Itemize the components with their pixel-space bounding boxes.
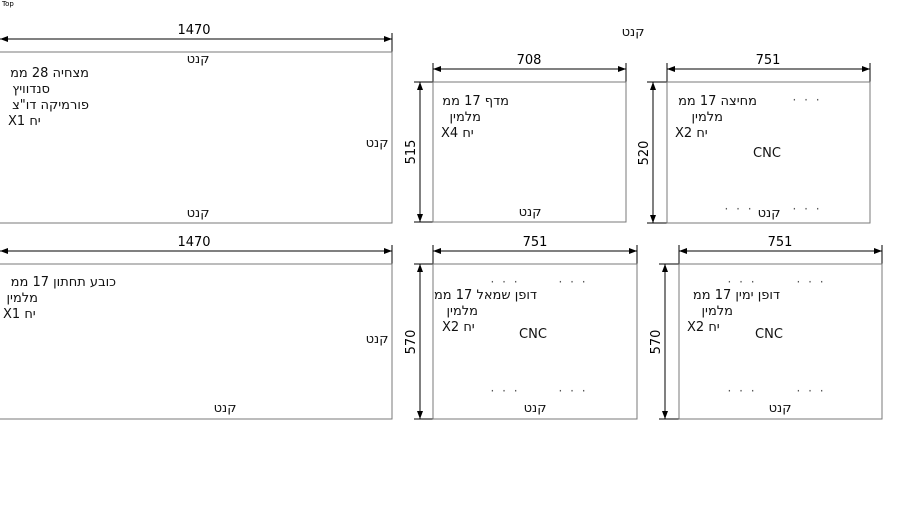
- left-side-drill-marks-top-right: · · ·: [558, 275, 587, 289]
- right-side-height-dim: 570: [649, 330, 664, 355]
- shelf-edge-bottom: קנט: [519, 205, 542, 220]
- countertop-finish: פורמיקה דו"צ: [12, 98, 89, 113]
- left-side-height-dim: 570: [404, 330, 419, 355]
- right-side-panel: 751 570 דופן ימין 17 ממ מלמין X2 יח CNC …: [649, 235, 883, 420]
- shelf-material: מלמין: [450, 110, 482, 125]
- bottom-quantity: X1 יח: [3, 307, 36, 322]
- countertop-panel: 1470 קנט קנט קנט מצחיה 28 ממ סנדוויץ פור…: [0, 23, 393, 224]
- right-side-width-dim: 751: [768, 235, 793, 250]
- left-side-panel: 751 570 דופן שמאל 17 ממ מלמין X2 יח CNC …: [404, 235, 638, 420]
- right-side-drill-marks-bottom-left: · · ·: [727, 384, 756, 398]
- countertop-board: [0, 51, 393, 224]
- dim-arrow-left: [0, 36, 8, 42]
- left-side-drill-marks-bottom-right: · · ·: [558, 384, 587, 398]
- countertop-material: סנדוויץ: [12, 82, 50, 97]
- right-side-drill-marks-bottom-right: · · ·: [796, 384, 825, 398]
- divider-height-dim: 520: [637, 141, 652, 166]
- bottom-edge-side: קנט: [366, 332, 389, 347]
- edge-label-floating: קנט: [622, 25, 645, 40]
- right-side-cnc: CNC: [755, 327, 783, 342]
- divider-edge-bottom: קנט: [758, 206, 781, 221]
- bottom-edge-bottom: קנט: [214, 401, 237, 416]
- right-side-quantity: X2 יח: [687, 320, 720, 335]
- shelf-name: מדף 17 ממ: [442, 94, 509, 109]
- right-side-board: [678, 263, 883, 420]
- bottom-cap-panel: 1470 כובע תחתון 17 ממ מלמין X1 יח קנט קנ…: [0, 235, 393, 420]
- divider-drill-marks-bottom-left: · · ·: [724, 202, 753, 216]
- left-side-drill-marks-top-left: · · ·: [490, 275, 519, 289]
- shelf-board: [432, 81, 627, 223]
- bottom-width-dim: 1470: [177, 235, 210, 250]
- shelf-panel: 708 515 מדף 17 ממ מלמין X4 יח קנט: [404, 53, 627, 223]
- left-side-width-dim: 751: [523, 235, 548, 250]
- right-side-drill-marks-top-right: · · ·: [796, 275, 825, 289]
- left-side-board: [432, 263, 638, 420]
- right-side-edge-bottom: קנט: [769, 401, 792, 416]
- view-name: Top: [1, 0, 14, 8]
- edge-label-top: קנט: [187, 52, 210, 67]
- left-side-material: מלמין: [447, 304, 479, 319]
- countertop-width-dim: 1470: [177, 23, 210, 38]
- shelf-height-dim: 515: [404, 140, 419, 165]
- left-side-cnc: CNC: [519, 327, 547, 342]
- edge-label-side: קנט: [366, 136, 389, 151]
- bottom-board: [0, 263, 393, 420]
- edge-label-bottom: קנט: [187, 206, 210, 221]
- bottom-material: מלמין: [7, 291, 39, 306]
- divider-panel: 751 520 מחיצה 17 ממ מלמין X2 יח CNC · · …: [637, 53, 871, 224]
- left-side-name: דופן שמאל 17 ממ: [434, 288, 537, 303]
- divider-cnc: CNC: [753, 146, 781, 161]
- shelf-quantity: X4 יח: [441, 126, 474, 141]
- divider-name: מחיצה 17 ממ: [678, 94, 757, 109]
- right-side-drill-marks-top-left: · · ·: [727, 275, 756, 289]
- divider-width-dim: 751: [756, 53, 781, 68]
- left-side-edge-bottom: קנט: [524, 401, 547, 416]
- right-side-name: דופן ימין 17 ממ: [693, 288, 780, 303]
- left-side-drill-marks-bottom-left: · · ·: [490, 384, 519, 398]
- left-side-quantity: X2 יח: [442, 320, 475, 335]
- divider-quantity: X2 יח: [675, 126, 708, 141]
- bottom-name: כובע תחתון 17 ממ: [11, 275, 116, 290]
- divider-board: [666, 81, 871, 224]
- dim-arrow-right: [384, 36, 392, 42]
- divider-material: מלמין: [692, 110, 724, 125]
- countertop-quantity: X1 יח: [8, 114, 41, 129]
- divider-drill-marks-top: · · ·: [792, 93, 821, 107]
- countertop-name: מצחיה 28 ממ: [10, 66, 89, 81]
- shelf-width-dim: 708: [517, 53, 542, 68]
- right-side-material: מלמין: [702, 304, 734, 319]
- divider-drill-marks-bottom-right: · · ·: [792, 202, 821, 216]
